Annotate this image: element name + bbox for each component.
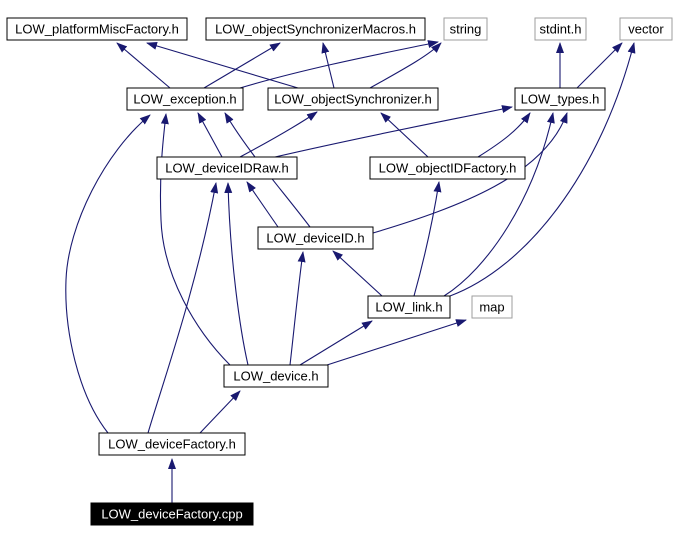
node-device-id[interactable]: LOW_deviceID.h	[257, 226, 374, 250]
node-box-object-synchronizer[interactable]	[267, 87, 439, 111]
node-object-id-factory[interactable]: LOW_objectIDFactory.h	[369, 156, 526, 180]
node-device-factory-cpp: LOW_deviceFactory.cpp	[90, 502, 254, 526]
edge-link-types	[443, 112, 555, 297]
node-box-types[interactable]	[514, 87, 606, 111]
node-label-device-factory-cpp: LOW_deviceFactory.cpp	[101, 507, 242, 522]
node-box-exception[interactable]	[126, 87, 244, 111]
edge-object-synchronizer-platform-misc-factory	[146, 42, 299, 89]
edge-object-synchronizer-string	[369, 42, 442, 89]
edge-device-factory-h-device	[199, 390, 241, 434]
node-box-platform-misc-factory[interactable]	[6, 17, 188, 41]
edge-device-id-raw-object-synchronizer	[239, 111, 318, 158]
edge-device-link	[299, 320, 373, 366]
node-label-object-synchronizer-macros: LOW_objectSynchronizerMacros.h	[215, 22, 416, 37]
edge-device-device-id	[289, 251, 306, 366]
edge-link-device-id	[332, 250, 383, 297]
node-label-platform-misc-factory: LOW_platformMiscFactory.h	[15, 22, 179, 37]
node-map: map	[471, 295, 513, 319]
node-stdint: stdint.h	[534, 17, 587, 41]
node-box-map	[471, 295, 513, 319]
node-label-stdint: stdint.h	[540, 22, 582, 37]
node-types[interactable]: LOW_types.h	[514, 87, 606, 111]
node-label-map: map	[479, 300, 504, 315]
edge-exception-object-synchronizer-macros	[203, 42, 281, 89]
node-object-synchronizer[interactable]: LOW_objectSynchronizer.h	[267, 87, 439, 111]
edge-exception-platform-misc-factory	[116, 42, 171, 89]
edge-device-id-raw-exception	[197, 112, 223, 158]
edge-device-exception	[159, 113, 231, 366]
node-box-link[interactable]	[367, 295, 451, 319]
node-box-device[interactable]	[223, 364, 329, 388]
node-label-device-factory-h: LOW_deviceFactory.h	[108, 437, 236, 452]
edge-device-factory-h-device-id-raw	[147, 182, 219, 434]
node-box-object-synchronizer-macros[interactable]	[205, 17, 426, 41]
edge-device-factory-h-exception	[65, 114, 151, 434]
node-box-object-id-factory[interactable]	[369, 156, 526, 180]
node-box-device-factory-cpp	[90, 502, 254, 526]
node-link[interactable]: LOW_link.h	[367, 295, 451, 319]
node-box-device-id-raw[interactable]	[156, 156, 298, 180]
node-object-synchronizer-macros[interactable]: LOW_objectSynchronizerMacros.h	[205, 17, 426, 41]
node-label-object-synchronizer: LOW_objectSynchronizer.h	[274, 92, 432, 107]
node-exception[interactable]: LOW_exception.h	[126, 87, 244, 111]
node-box-vector	[619, 17, 673, 41]
node-label-link: LOW_link.h	[375, 300, 442, 315]
node-platform-misc-factory[interactable]: LOW_platformMiscFactory.h	[6, 17, 188, 41]
edge-device-device-id-raw	[224, 182, 249, 366]
edge-types-vector	[576, 42, 623, 89]
node-label-types: LOW_types.h	[521, 92, 600, 107]
edge-device-id-device-id-raw	[246, 181, 279, 228]
node-device-id-raw[interactable]: LOW_deviceIDRaw.h	[156, 156, 298, 180]
node-label-device-id: LOW_deviceID.h	[266, 231, 364, 246]
node-string: string	[443, 17, 488, 41]
node-box-string	[443, 17, 488, 41]
node-label-device-id-raw: LOW_deviceIDRaw.h	[165, 161, 289, 176]
node-label-string: string	[450, 22, 482, 37]
node-label-vector: vector	[628, 22, 664, 37]
node-box-device-id[interactable]	[257, 226, 374, 250]
edge-device-id-raw-types	[274, 105, 513, 158]
node-label-object-id-factory: LOW_objectIDFactory.h	[379, 161, 517, 176]
edge-object-id-factory-object-synchronizer	[380, 112, 429, 158]
node-label-device: LOW_device.h	[233, 369, 318, 384]
edge-link-object-id-factory	[413, 181, 442, 297]
node-label-exception: LOW_exception.h	[133, 92, 236, 107]
edge-device-map	[326, 319, 467, 366]
node-box-device-factory-h[interactable]	[98, 432, 246, 456]
node-device[interactable]: LOW_device.h	[223, 364, 329, 388]
node-vector: vector	[619, 17, 673, 41]
edge-exception-string	[239, 40, 439, 89]
edge-device-id-types	[372, 112, 568, 234]
edge-object-id-factory-types	[477, 112, 531, 158]
edge-link-vector	[449, 42, 636, 297]
node-device-factory-h[interactable]: LOW_deviceFactory.h	[98, 432, 246, 456]
node-box-stdint	[534, 17, 587, 41]
edge-object-synchronizer-object-synchronizer-macros	[321, 42, 335, 89]
